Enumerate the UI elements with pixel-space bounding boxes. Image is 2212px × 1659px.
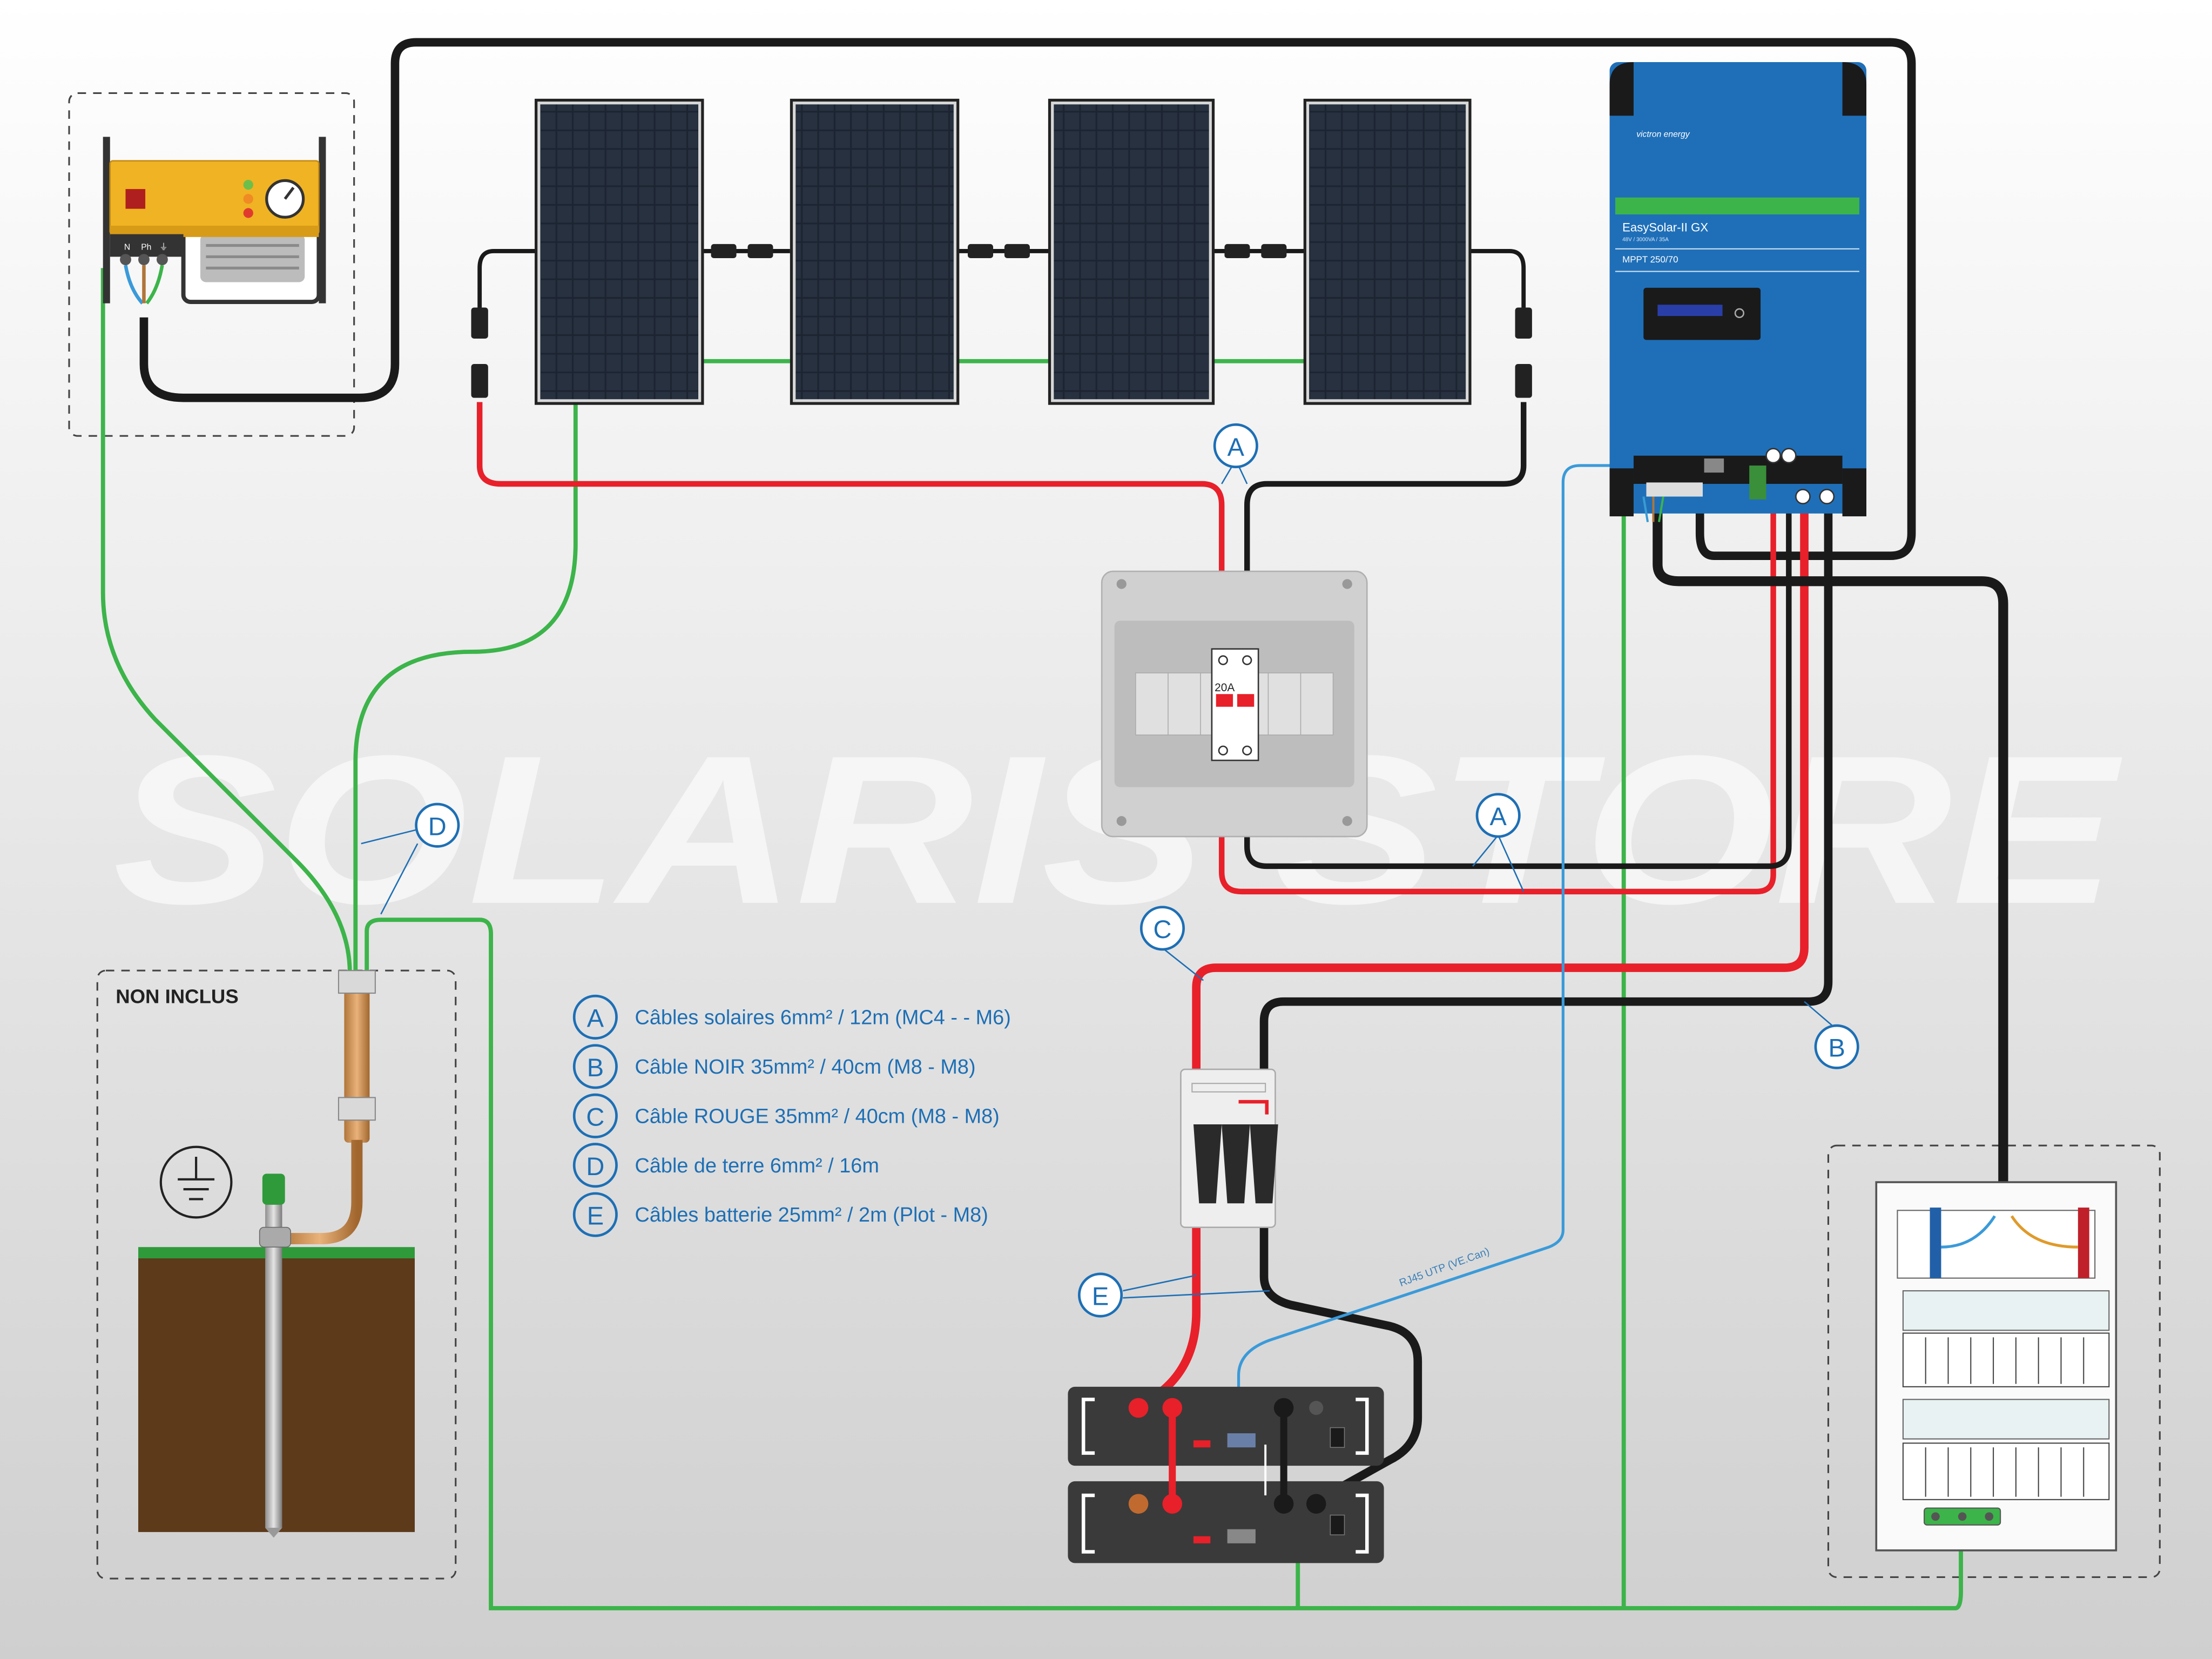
cable-tag: B <box>1804 1001 1859 1069</box>
inverter-mppt: MPPT 250/70 <box>1622 254 1678 265</box>
cable-tag: A <box>1213 423 1258 484</box>
solar-panel <box>535 98 704 405</box>
not-included-label: NON INCLUS <box>116 985 239 1007</box>
svg-text:D: D <box>428 812 447 840</box>
svg-text:D: D <box>586 1152 604 1181</box>
ground-symbol-icon <box>159 1145 233 1219</box>
battery-module <box>1068 1386 1384 1466</box>
pv-breaker-enclosure: 20A <box>1101 570 1368 838</box>
earth-cables <box>100 268 2004 1610</box>
legend-item: D Câble de terre 6mm² / 16m <box>572 1143 879 1188</box>
pv-negative-cable <box>1244 402 1792 869</box>
distribution-board <box>1875 1181 2117 1552</box>
legend-item: C Câble ROUGE 35mm² / 40cm (M8 - M8) <box>572 1093 1000 1138</box>
cable-tag: C <box>1139 906 1204 981</box>
legend-item: E Câbles batterie 25mm² / 2m (Plot - M8) <box>572 1192 988 1237</box>
inverter: victron energy EasySolar-II GX 48V / 300… <box>1609 62 1866 522</box>
earthing-box <box>96 969 457 1580</box>
cable-tag: E <box>1078 1272 1270 1318</box>
svg-text:A: A <box>1490 802 1507 831</box>
breaker-rating: 20A <box>1215 682 1235 694</box>
solar-panels <box>535 98 1472 405</box>
inverter-model: EasySolar-II GX <box>1622 220 1708 234</box>
terminal-ph-label: Ph <box>141 242 151 252</box>
terminal-n-label: N <box>124 242 130 252</box>
inverter-brand: victron energy <box>1636 130 1690 139</box>
legend-item: A Câbles solaires 6mm² / 12m (MC4 - - M6… <box>572 994 1011 1040</box>
svg-text:A: A <box>1228 433 1245 461</box>
solar-panel <box>1303 98 1472 405</box>
svg-text:C: C <box>586 1103 604 1131</box>
svg-text:Câbles batterie 25mm² / 2m (Pl: Câbles batterie 25mm² / 2m (Plot - M8) <box>635 1204 988 1226</box>
mc4-connectors <box>471 244 1532 398</box>
svg-text:E: E <box>587 1201 604 1230</box>
cable-tag: A <box>1472 793 1525 892</box>
distribution-box <box>1827 1144 2161 1579</box>
generator-ac-cable <box>139 38 1916 561</box>
generator-switch <box>125 189 146 209</box>
battery-e-positive <box>1133 1224 1201 1414</box>
svg-text:A: A <box>587 1004 604 1033</box>
svg-text:C: C <box>1154 915 1172 943</box>
battery-stack <box>1068 1386 1384 1563</box>
solar-panel <box>790 98 960 405</box>
screw-terminal-icon <box>120 254 131 266</box>
battery-positive-cable <box>1192 502 1809 1073</box>
generator: N Ph ⏚ <box>103 137 326 305</box>
earth-rod <box>138 970 415 1538</box>
battery-disconnect <box>1180 1068 1278 1228</box>
svg-text:B: B <box>587 1053 604 1082</box>
vecan-data-cable <box>1237 464 1651 1439</box>
solar-panel <box>1048 98 1215 405</box>
svg-text:Câbles solaires 6mm² / 12m (MC: Câbles solaires 6mm² / 12m (MC4 - - M6) <box>635 1006 1011 1029</box>
inverter-spec: 48V / 3000VA / 35A <box>1622 237 1669 243</box>
svg-text:E: E <box>1092 1282 1109 1310</box>
svg-text:Câble ROUGE 35mm² / 40cm (M8 -: Câble ROUGE 35mm² / 40cm (M8 - M8) <box>635 1105 1000 1128</box>
svg-text:B: B <box>1828 1034 1845 1062</box>
cable-tag: D <box>361 802 460 915</box>
svg-text:Câble NOIR 35mm² / 40cm (M8 -: Câble NOIR 35mm² / 40cm (M8 - M8) <box>635 1056 976 1078</box>
svg-text:Câble de terre 6mm² / 16m: Câble de terre 6mm² / 16m <box>635 1155 879 1177</box>
battery-e-negative <box>1259 1224 1422 1499</box>
legend: A Câbles solaires 6mm² / 12m (MC4 - - M6… <box>572 994 1011 1237</box>
battery-negative-cable <box>1259 502 1833 1073</box>
ac-out-cable <box>1653 502 2008 1199</box>
pv-positive-cable <box>476 402 1776 895</box>
legend-item: B Câble NOIR 35mm² / 40cm (M8 - M8) <box>572 1044 976 1089</box>
terminal-earth-label: ⏚ <box>159 242 168 252</box>
